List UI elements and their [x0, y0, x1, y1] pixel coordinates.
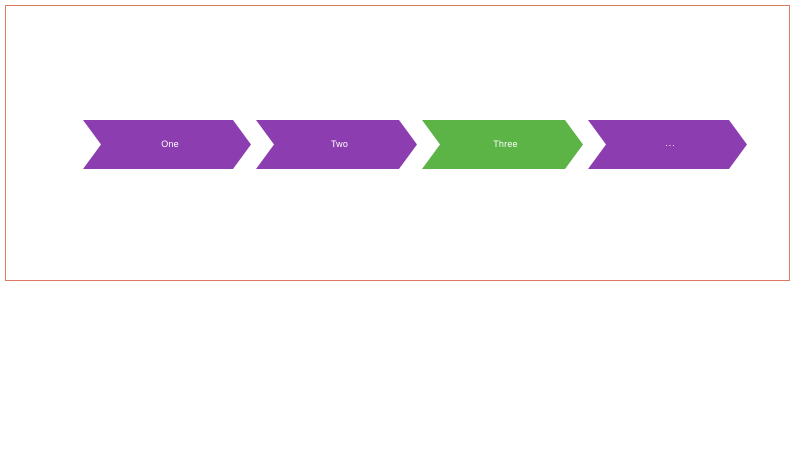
content-frame: One Two Three ...	[5, 5, 790, 281]
breadcrumb-step-three-active[interactable]: Three	[422, 120, 583, 169]
breadcrumb-step-more[interactable]: ...	[588, 120, 747, 169]
breadcrumb-step-label: Three	[493, 139, 518, 149]
breadcrumb: One Two Three ...	[83, 120, 742, 169]
breadcrumb-step-label: One	[161, 139, 179, 149]
breadcrumb-step-label: ...	[665, 138, 676, 148]
breadcrumb-step-two[interactable]: Two	[256, 120, 417, 169]
breadcrumb-step-one[interactable]: One	[83, 120, 251, 169]
breadcrumb-step-label: Two	[330, 139, 349, 149]
